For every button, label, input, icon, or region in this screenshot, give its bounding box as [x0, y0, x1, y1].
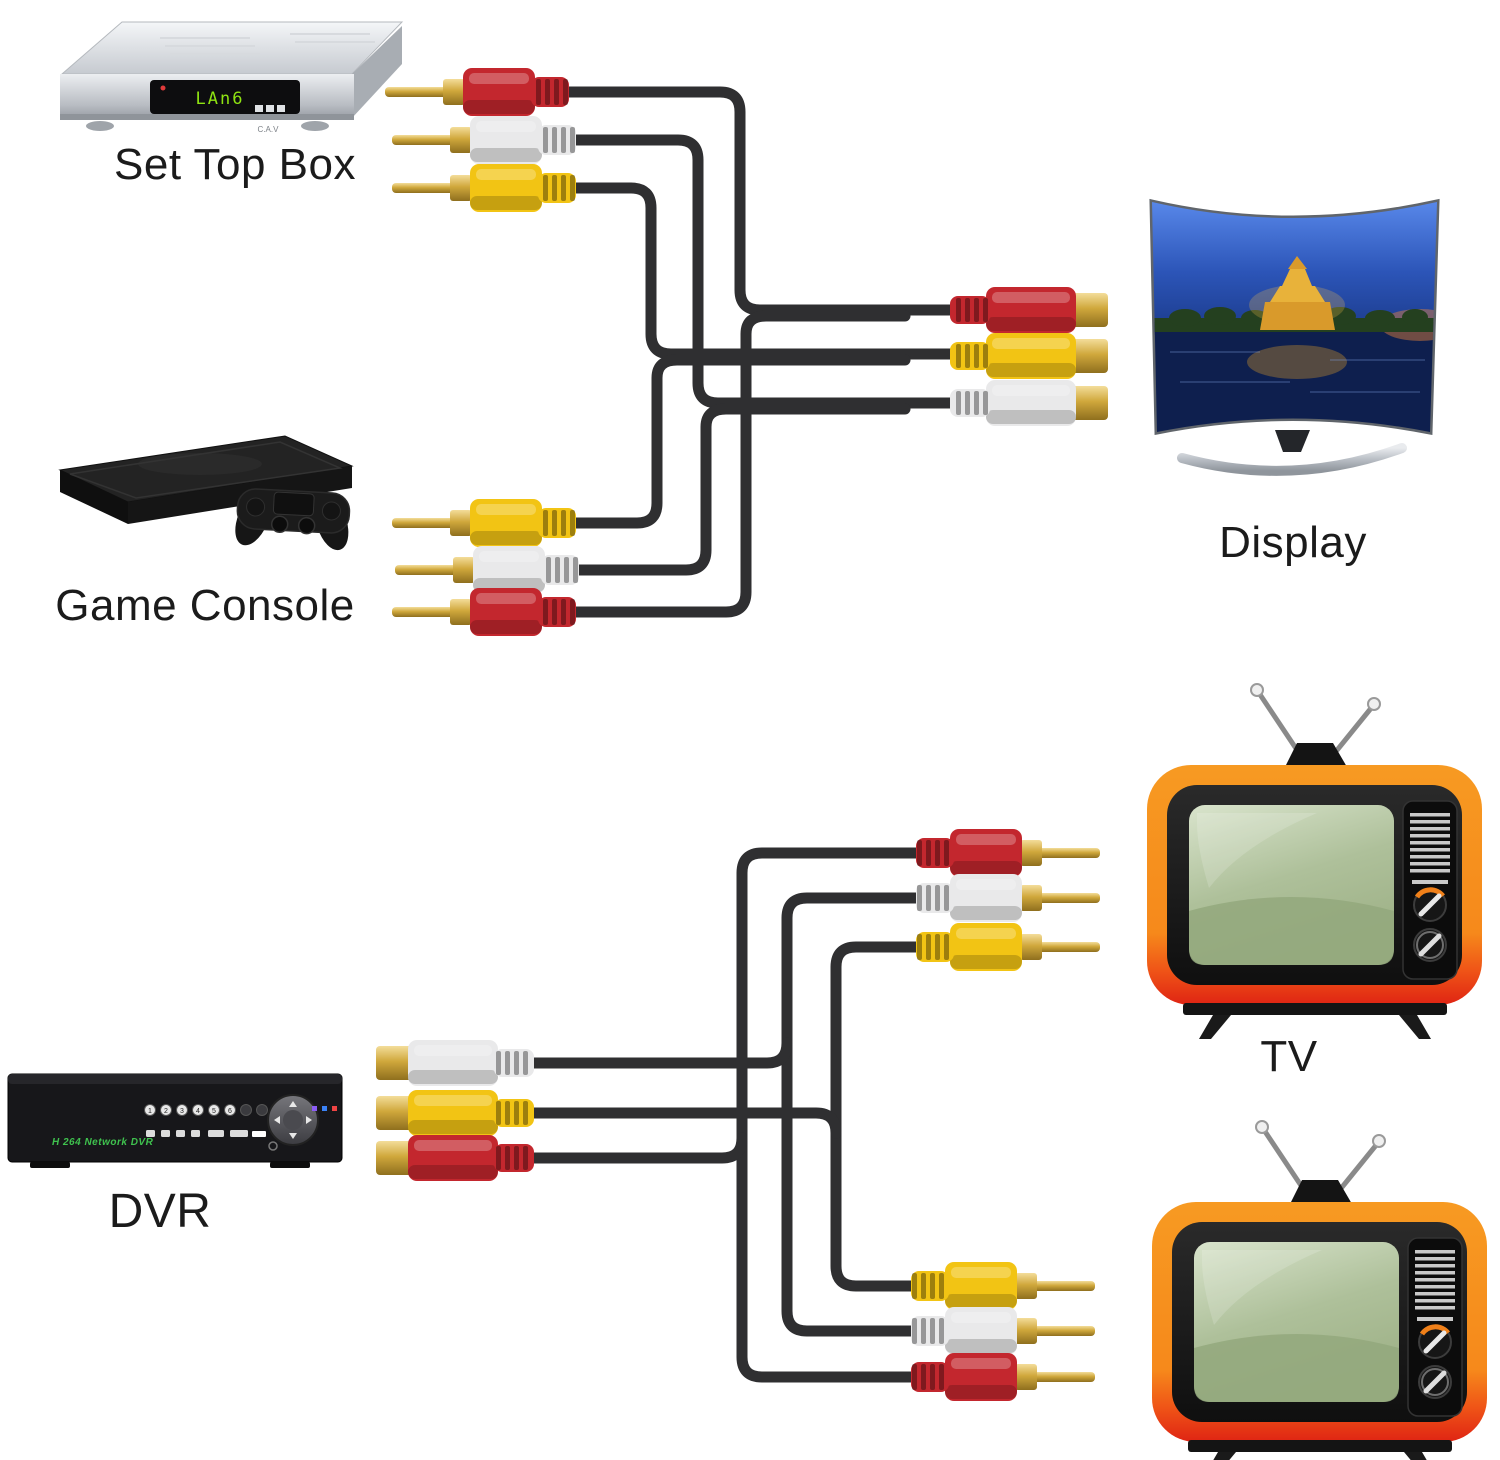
- rca-jack-female-red-display: [950, 287, 1108, 333]
- cable-console-white: [556, 403, 911, 576]
- label-set-top-box: Set Top Box: [114, 140, 356, 189]
- rca-plug-male-red-tv2: [911, 1353, 1095, 1401]
- svg-text:1: 1: [148, 1108, 152, 1115]
- label-display: Display: [1219, 518, 1367, 567]
- rca-plug-male-white-tv1: [916, 874, 1100, 922]
- stb-power-led: [160, 85, 166, 91]
- display-image: [1149, 198, 1440, 476]
- stb-brand-text: C.A.V: [258, 125, 280, 134]
- dvr-panel-text: H 264 Network DVR: [52, 1137, 154, 1148]
- cable-stb-white: [554, 134, 966, 409]
- rca-plug-male-white-console: [395, 546, 579, 594]
- rca-plug-male-yellow-tv2: [911, 1262, 1095, 1310]
- rca-jack-female-white-dvr: [376, 1040, 534, 1086]
- cable-stb-red: [550, 86, 964, 316]
- label-dvr: DVR: [108, 1185, 212, 1238]
- svg-text:3: 3: [180, 1108, 184, 1115]
- cable-console-yellow: [556, 354, 911, 529]
- cable-harness: [520, 86, 966, 1383]
- rca-plug-male-red-console: [392, 588, 576, 636]
- rca-plug-male-red-stb: [385, 68, 569, 116]
- rca-plug-male-yellow-tv1: [916, 923, 1100, 971]
- cable-stb-yellow: [554, 182, 966, 360]
- stb-led-display: LAn6: [196, 89, 245, 109]
- set-top-box-image: LAn6 C.A.V: [60, 21, 404, 134]
- rca-plug-male-white-stb: [392, 116, 576, 164]
- tv1-image: [1147, 684, 1482, 1039]
- dvr-status-leds: [312, 1106, 337, 1111]
- rca-plug-male-white-tv2: [911, 1307, 1095, 1355]
- rca-jack-female-yellow-dvr: [376, 1090, 534, 1136]
- game-controller: [235, 488, 351, 551]
- tv2-image: [1152, 1121, 1487, 1460]
- cable-dvr-red: [520, 1132, 748, 1164]
- cable-console-red: [556, 310, 911, 618]
- label-game-console: Game Console: [55, 581, 355, 630]
- dvr-image: H 264 Network DVR 1 2 3 4 5 6: [7, 1073, 343, 1168]
- dvr-number-buttons: 1 2 3 4 5 6: [144, 1104, 268, 1116]
- rca-jack-female-red-dvr: [376, 1135, 534, 1181]
- dvr-function-buttons: [146, 1130, 266, 1137]
- cable-tv-yellow: [830, 941, 926, 1292]
- rca-plug-male-yellow-console: [392, 499, 576, 547]
- cable-dvr-white: [520, 1037, 793, 1069]
- rca-jack-female-yellow-display: [950, 333, 1108, 379]
- cable-dvr-yellow: [520, 1107, 842, 1139]
- rca-jack-female-white-display: [950, 380, 1108, 426]
- game-console-image: [58, 435, 354, 551]
- svg-text:2: 2: [164, 1108, 168, 1115]
- rca-plug-male-yellow-stb: [392, 164, 576, 212]
- rca-plug-male-red-tv1: [916, 829, 1100, 877]
- svg-text:4: 4: [196, 1108, 200, 1115]
- svg-text:6: 6: [228, 1108, 232, 1115]
- label-tv: TV: [1260, 1032, 1318, 1081]
- svg-text:5: 5: [212, 1108, 216, 1115]
